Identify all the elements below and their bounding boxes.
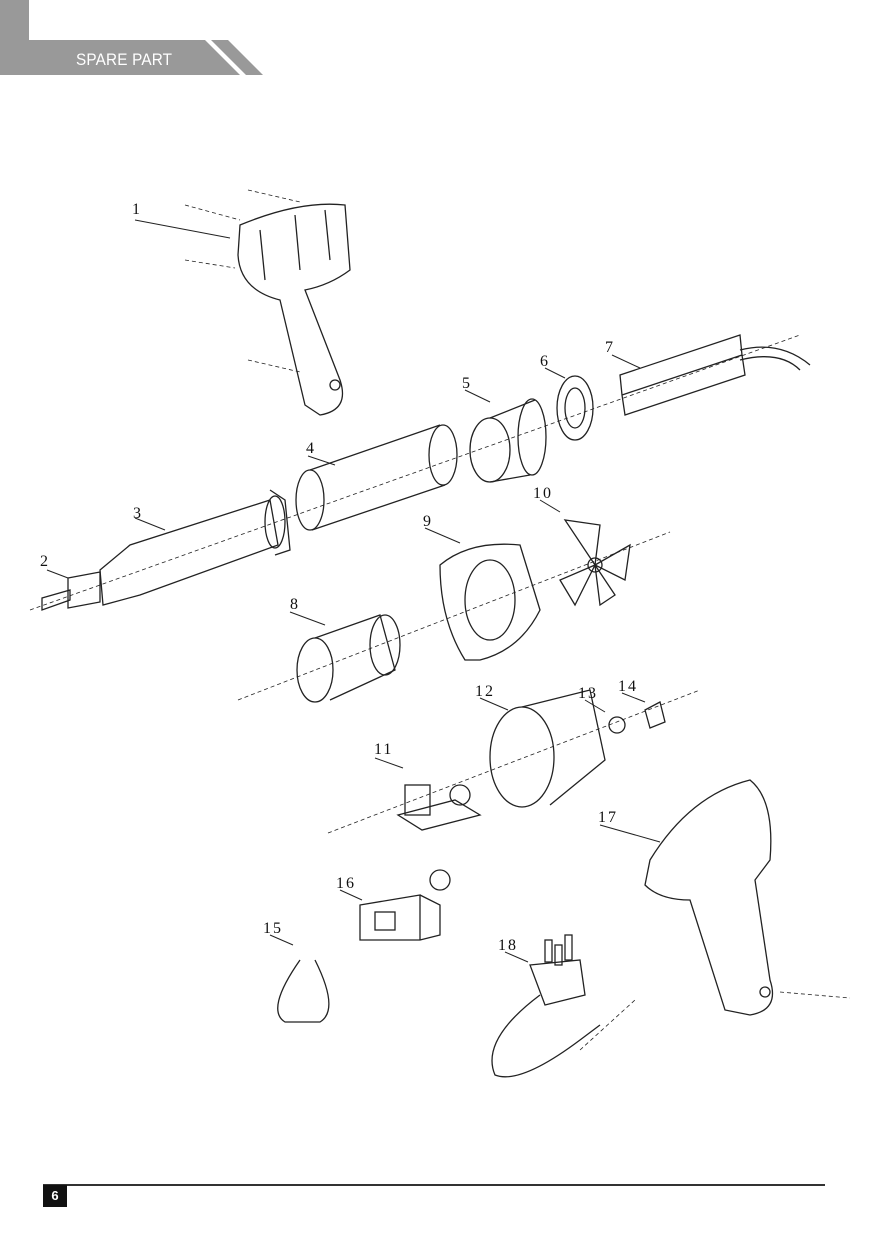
label-17: 17 (598, 809, 618, 826)
label-7: 7 (605, 339, 615, 356)
label-2: 2 (40, 553, 50, 570)
part-housing-right (644, 779, 774, 1016)
label-12: 12 (475, 683, 495, 700)
page-number: 6 (43, 1185, 67, 1207)
label-9: 9 (423, 513, 433, 530)
part-clip (277, 959, 330, 1023)
footer-rule (43, 1184, 825, 1186)
assembly-axes (29, 189, 851, 1051)
part-housing-left (237, 203, 351, 416)
label-15: 15 (263, 920, 283, 937)
part-sleeve (295, 424, 458, 531)
label-8: 8 (290, 596, 300, 613)
part-knob (644, 701, 666, 729)
header-band (0, 40, 240, 75)
label-4: 4 (306, 440, 316, 457)
leader-arrows (46, 219, 661, 963)
part-heating-tube (99, 489, 291, 606)
part-nozzle (41, 571, 101, 611)
label-1: 1 (132, 201, 142, 218)
part-labels: 1 2 3 4 5 6 7 8 9 10 11 12 13 14 15 16 1… (40, 201, 638, 954)
part-ring (608, 716, 626, 734)
part-motor (296, 614, 401, 703)
label-3: 3 (133, 505, 143, 522)
label-10: 10 (533, 485, 553, 502)
label-13: 13 (578, 685, 598, 702)
part-heating-element (619, 334, 811, 416)
part-switch (359, 869, 451, 941)
section-title: SPARE PART (76, 50, 173, 69)
label-5: 5 (462, 375, 472, 392)
part-fan (559, 519, 631, 607)
label-18: 18 (498, 937, 518, 954)
part-cone (469, 398, 547, 483)
part-rear-cap (489, 689, 606, 808)
part-plug-cord (491, 934, 601, 1078)
label-14: 14 (618, 678, 638, 695)
label-11: 11 (374, 741, 393, 758)
part-circuit-board (396, 784, 482, 831)
part-fan-housing (439, 543, 541, 661)
part-gasket (556, 375, 594, 441)
label-16: 16 (336, 875, 356, 892)
label-6: 6 (540, 353, 550, 370)
